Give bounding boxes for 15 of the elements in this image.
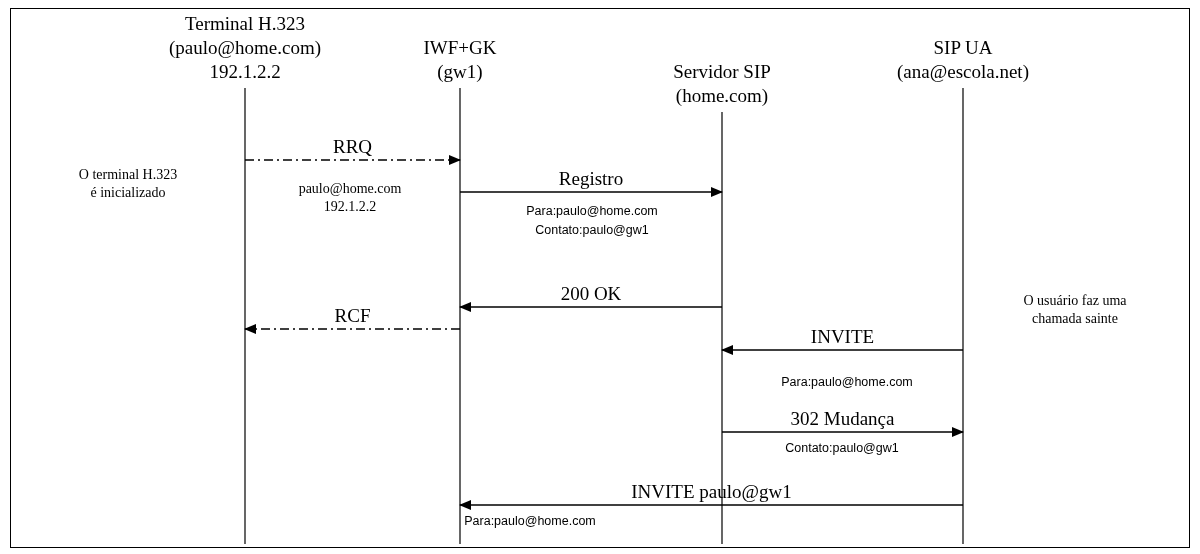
message-arrow (244, 155, 461, 165)
parameter-text: Para:paulo@home.com (525, 203, 659, 219)
message-arrow (459, 302, 723, 312)
parameter-text: Para:paulo@home.com (463, 513, 597, 529)
message-arrow (244, 324, 461, 334)
message-arrow (459, 500, 964, 510)
message-arrow (459, 187, 723, 197)
parameter-text: Para:paulo@home.com (780, 374, 914, 390)
parameter-text: Contato:paulo@gw1 (534, 222, 650, 238)
parameter-text: Contato:paulo@gw1 (784, 440, 900, 456)
message-arrow (721, 345, 964, 355)
note-text: O usuário faz uma chamada sainte (1022, 292, 1128, 328)
parameter-text: paulo@home.com 192.1.2.2 (297, 180, 403, 216)
note-text: O terminal H.323 é inicializado (77, 166, 179, 202)
message-arrow (721, 427, 964, 437)
